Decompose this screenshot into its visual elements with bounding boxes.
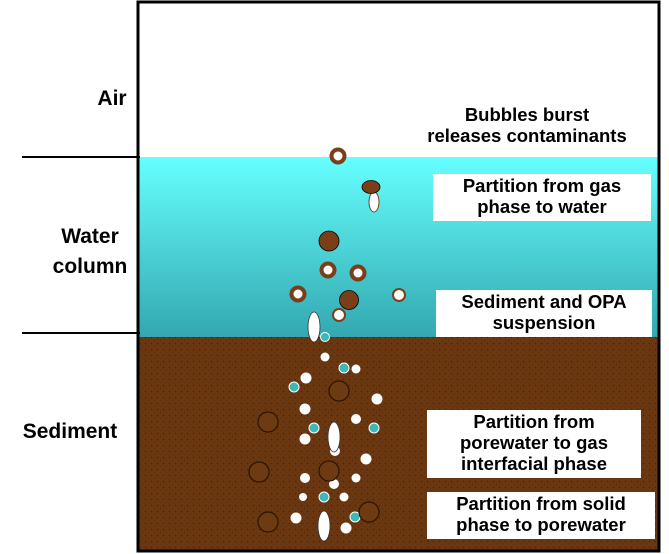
gas-to-water-callout: Partition from gas phase to water [433,174,651,221]
porewater-droplet-icon [299,493,307,501]
gas-bubble-icon [307,311,321,343]
air-layer [138,2,659,157]
sediment-particle-icon [318,230,340,252]
porewater-to-gas-line2: porewater to gas [459,432,609,453]
bubbles-burst-callout: Bubbles burst releases contaminants [398,104,656,146]
porewater-droplet-icon [288,381,300,393]
porewater-droplet-icon [318,491,330,503]
bubbles-burst-line1: Bubbles burst [464,104,590,125]
solid-to-porewater-callout: Partition from solid phase to porewater [427,492,655,539]
porewater-droplet-icon [351,364,361,374]
oil-coated-particle-icon [392,288,406,302]
porewater-droplet-icon [300,473,310,483]
porewater-droplet-icon [299,433,311,445]
porewater-droplet-icon [371,393,383,405]
oil-coated-particle-icon [332,308,346,322]
porewater-droplet-icon [308,422,320,434]
water-column-label-line1: Water [61,225,119,248]
air-label: Air [97,87,127,110]
water-column-label-line2: column [52,255,128,278]
bubbles-burst-line2: releases contaminants [427,125,627,146]
oil-coated-particle-icon [319,261,337,279]
sediment-particle-icon [248,461,270,483]
porewater-droplet-icon [368,422,380,434]
porewater-droplet-icon [299,403,311,415]
gas-bubble-icon [368,191,380,213]
porewater-droplet-icon [351,473,361,483]
gas-bubble-icon [327,421,341,453]
porewater-droplet-icon [290,512,302,524]
porewater-droplet-icon [360,453,372,465]
porewater-droplet-icon [329,479,339,489]
sediment-opa-line1: Sediment and OPA [461,291,627,312]
porewater-droplet-icon [339,492,349,502]
gas-to-water-line2: phase to water [477,196,607,217]
sediment-particle-icon [339,290,359,310]
porewater-droplet-icon [338,362,350,374]
sediment-opa-line2: suspension [492,312,596,333]
porewater-to-gas-callout: Partition from porewater to gas interfac… [427,410,641,478]
sediment-particle-icon [257,411,279,433]
solid-to-porewater-line2: phase to porewater [456,514,626,535]
porewater-droplet-icon [320,332,330,342]
container-frame [136,0,661,553]
sediment-opa-callout: Sediment and OPA suspension [436,290,652,337]
oil-coated-particle-icon [329,147,347,165]
sediment-particle-icon [328,380,350,402]
gas-bubble-icon [317,510,331,542]
solid-to-porewater-line1: Partition from solid [456,493,626,514]
porewater-to-gas-line3: interfacial phase [460,453,607,474]
porewater-droplet-icon [349,511,361,523]
oil-coated-particle-icon [349,264,367,282]
porewater-to-gas-line1: Partition from [473,411,595,432]
sediment-particle-icon [361,180,381,194]
porewater-droplet-icon [351,414,361,424]
sediment-particle-icon [257,511,279,533]
porewater-droplet-icon [320,352,330,362]
water-column-label: Water column [40,222,140,282]
porewater-droplet-icon [340,522,352,534]
oil-coated-particle-icon [289,285,307,303]
gas-to-water-line1: Partition from gas [462,175,622,196]
sediment-particle-icon [318,460,340,482]
sediment-label: Sediment [22,420,118,443]
porewater-droplet-icon [300,372,312,384]
sediment-particle-icon [358,501,380,523]
